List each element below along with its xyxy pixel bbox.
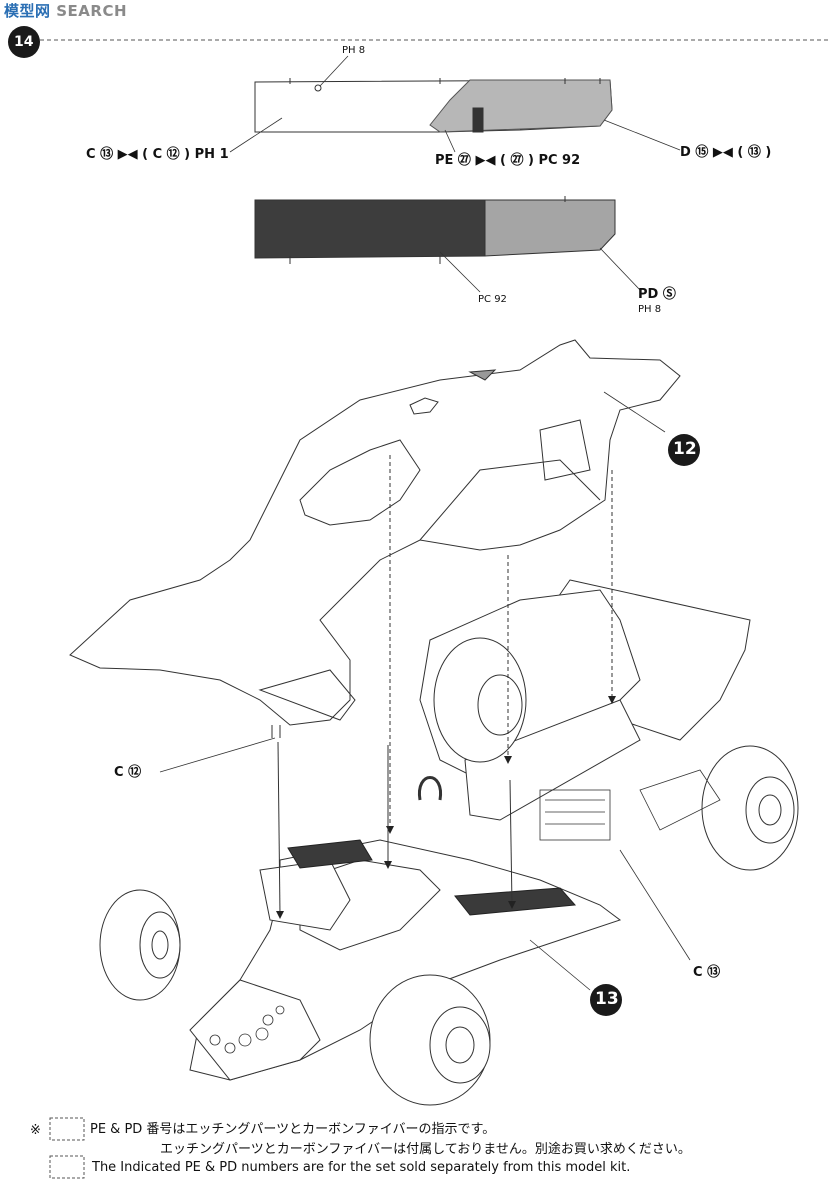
side-panel-lower: [254, 196, 616, 264]
part-number-12: 12: [673, 439, 697, 459]
engine-block: [539, 769, 721, 841]
callout-c13: C ⑬: [693, 965, 721, 980]
radiator-top-left: [287, 839, 373, 869]
side-panel-upper: [254, 78, 613, 133]
wheel-front-right: [369, 974, 491, 1106]
callout-pd-s: PD Ⓢ: [638, 287, 676, 302]
callout-d15-13: D ⑮ ▶◀ ( ⑬ ): [680, 145, 772, 160]
footnote-box-en: [49, 1155, 85, 1179]
step-number: 14: [14, 34, 34, 50]
wheel-rear-left: [433, 637, 527, 763]
panel-hole: [314, 84, 322, 92]
part-number-13: 13: [595, 989, 619, 1009]
footnote-line3: The Indicated PE & PD numbers are for th…: [92, 1160, 631, 1175]
wheel-front-left: [99, 889, 181, 1001]
callout-pc92: PC 92: [478, 294, 507, 305]
footnote-line2: エッチングパーツとカーボンファイバーは付属しておりません。別途お買い求めください…: [160, 1142, 691, 1157]
part-badge-13: [590, 984, 622, 1016]
watermark-brand: 模型网: [4, 2, 51, 20]
wheel-rear-right: [701, 745, 799, 871]
step-badge: [8, 26, 40, 58]
callout-ph8-top: PH 8: [342, 45, 366, 56]
watermark: 模型网 SEARCH: [4, 4, 127, 19]
callout-ph8-bottom: PH 8: [638, 304, 662, 315]
part-badge-12: [668, 434, 700, 466]
alignment-lines: [389, 455, 613, 830]
callout-c12: C ⑫: [114, 765, 142, 780]
panel-slot: [472, 107, 484, 133]
watermark-search: SEARCH: [56, 2, 128, 20]
footnote-mark: ※: [30, 1123, 41, 1138]
callout-c13-c12-ph1: C ⑬ ▶◀ ( C ⑫ ) PH 1: [86, 147, 229, 162]
engine-cowl: [69, 339, 681, 726]
footnote-line1: PE & PD 番号はエッチングパーツとカーボンファイバーの指示です。: [90, 1122, 496, 1137]
callout-pe27-pc92: PE ㉗ ▶◀ ( ㉗ ) PC 92: [435, 153, 581, 168]
footnote-box-jp: [49, 1117, 85, 1141]
